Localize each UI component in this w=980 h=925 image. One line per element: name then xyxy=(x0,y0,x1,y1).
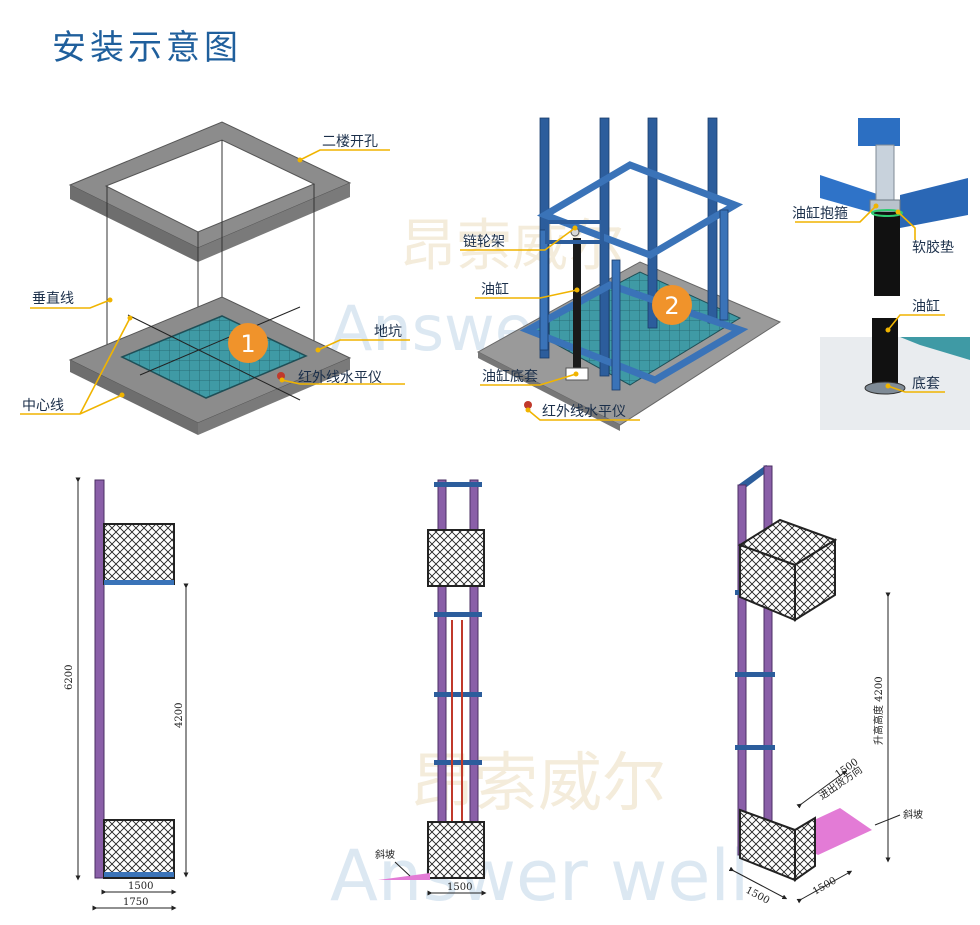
label-base-sleeve: 底套 xyxy=(912,376,940,392)
step-badge-1-label: 1 xyxy=(240,330,255,358)
dim-overall-width: 1750 xyxy=(123,897,148,908)
cage-top-side xyxy=(103,523,175,585)
label-ramp-front: 斜坡 xyxy=(375,848,395,861)
ramp-front xyxy=(378,873,430,880)
label-plumb-line: 垂直线 xyxy=(32,290,74,307)
watermark-en-bottom: Answer well xyxy=(330,835,749,917)
label-cylinder-2: 油缸 xyxy=(481,281,509,298)
infrared-level-icon-2 xyxy=(524,401,532,409)
panel-1-pit-layout: 1 二楼开孔 垂直线 地坑 红外线水平仪 中心线 xyxy=(20,121,410,435)
drawing-side-view: 6200 4200 1500 1750 xyxy=(64,477,189,911)
label-sprocket-frame: 链轮架 xyxy=(463,234,505,250)
label-infrared-level-2: 红外线水平仪 xyxy=(542,404,626,420)
panel-2-frame-install: 2 链轮架 油缸 油缸底套 红外线水平仪 xyxy=(460,117,782,431)
watermark-bottom: 昂索威尔 Answer well xyxy=(330,747,749,917)
step-badge-2-label: 2 xyxy=(664,292,679,320)
label-rubber-pad: 软胶垫 xyxy=(912,239,954,256)
center-line-b xyxy=(139,306,301,376)
watermark-cn-top: 昂索威尔 xyxy=(400,214,624,279)
cylinder-body-top xyxy=(874,212,900,296)
cage-top-front xyxy=(427,529,485,587)
mast-column-side xyxy=(94,479,105,879)
label-cylinder-clamp: 油缸抱箍 xyxy=(792,205,848,222)
dim-total-height: 6200 xyxy=(64,665,75,690)
dim-width-front: 1500 xyxy=(447,882,472,893)
carriage-frame xyxy=(519,161,749,391)
label-pit: 地坑 xyxy=(374,324,402,340)
panel-3-cylinder-details: 油缸抱箍 软胶垫 油缸 底套 xyxy=(792,118,970,430)
cage-bottom-side xyxy=(103,819,175,879)
label-cylinder-base: 油缸底套 xyxy=(482,368,538,385)
page-title: 安装示意图 xyxy=(52,28,242,68)
watermark-cn-bottom: 昂索威尔 xyxy=(410,747,666,821)
hydraulic-cylinder xyxy=(573,238,581,368)
rubber-pad xyxy=(871,209,903,217)
step-badge-1 xyxy=(228,323,268,363)
step-badge-2 xyxy=(652,285,692,325)
dim-lift-height-iso: 升高高度 4200 xyxy=(872,676,885,745)
drawing-iso-view: 升高高度 4200 1500 进出货方向 斜坡 1500 1500 xyxy=(728,465,923,907)
dim-platform-width-side: 1500 xyxy=(128,881,153,892)
base-socket xyxy=(864,381,906,395)
label-second-floor-opening: 二楼开孔 xyxy=(322,134,378,150)
center-line-a xyxy=(127,314,301,401)
dim-width-iso-b: 1500 xyxy=(811,875,839,897)
cylinder-rod xyxy=(875,144,895,206)
drawing-front-view: 斜坡 1500 xyxy=(375,479,487,896)
cage-bottom-front xyxy=(427,821,485,879)
label-center-line: 中心线 xyxy=(22,398,64,414)
dim-lift-height-side: 4200 xyxy=(174,703,185,728)
label-cylinder-3: 油缸 xyxy=(912,298,940,315)
cylinder-body-bottom xyxy=(872,318,898,386)
sprocket-bracket xyxy=(545,220,604,244)
label-infrared-level-1: 红外线水平仪 xyxy=(298,370,382,386)
label-ramp-iso: 斜坡 xyxy=(903,808,923,821)
